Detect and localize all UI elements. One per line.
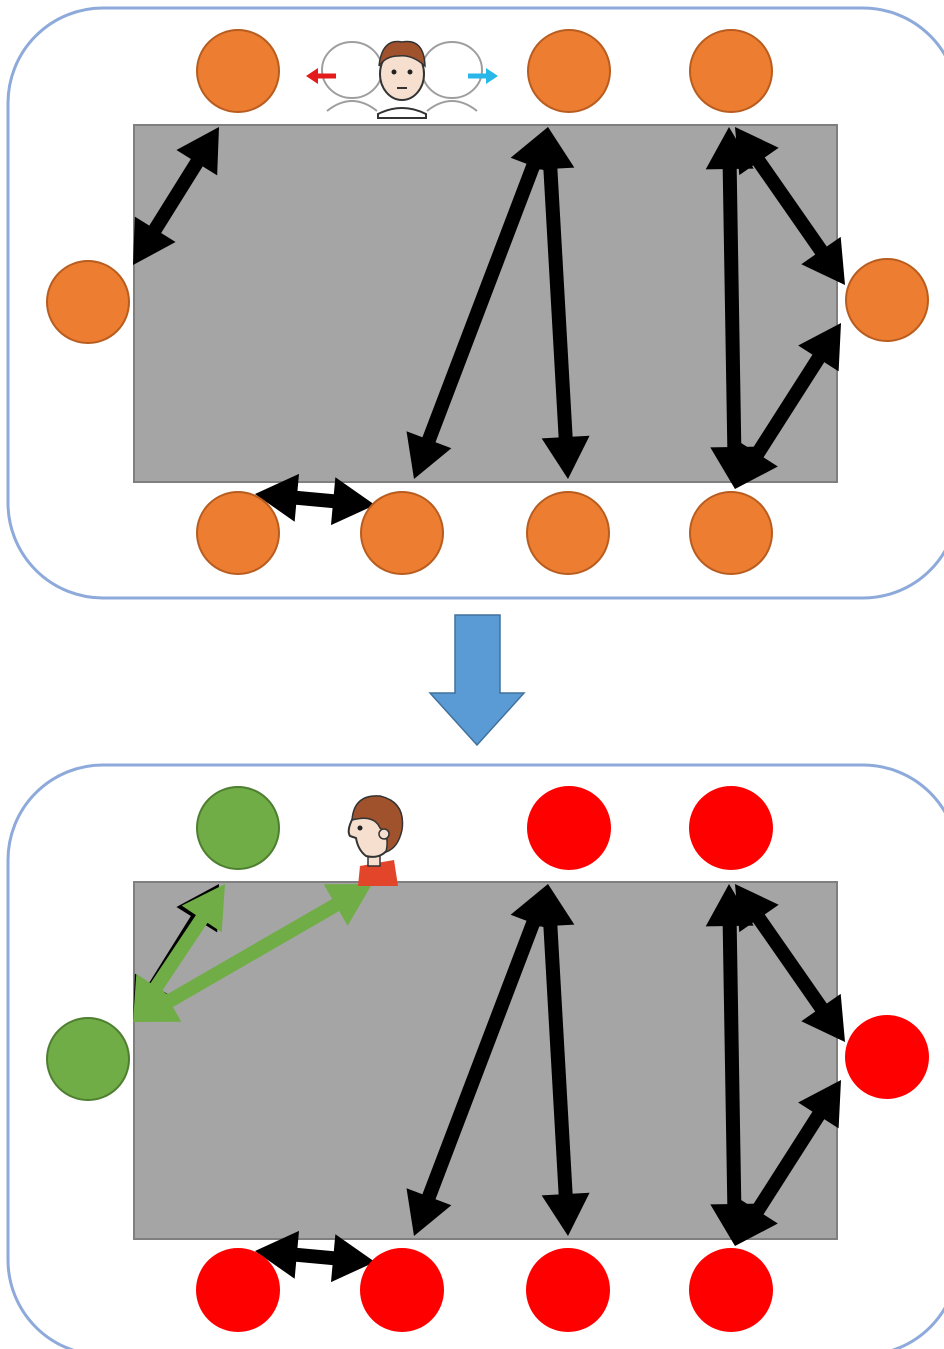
black-arrow-6-head-start [798,1080,841,1129]
black-arrow-5-shaft [748,907,832,1019]
black-arrow-6-shaft [747,347,829,465]
black-arrow-3-head-start [526,884,575,928]
black-arrow-5 [735,884,845,1042]
black-arrow-6 [735,323,841,489]
black-arrow-1-head-start [176,127,219,176]
black-arrow-2-head-end [406,431,452,479]
black-arrow-3 [526,884,590,1236]
black-arrow-2-head-end [406,1188,452,1236]
black-arrow-5-shaft [748,150,832,262]
black-arrow-5-head-start [735,884,779,933]
seat-bottom-1 [196,1248,280,1332]
person-eye-left [391,69,397,75]
black-arrow-7-shaft [287,490,343,509]
black-arrow-6-head-start [798,323,841,372]
black-arrow-1-head-end [133,216,176,265]
person-shoulders [377,107,427,119]
ghost-head-left [321,41,383,99]
black-arrow-6-head-end [735,1197,778,1246]
black-arrow-5-head-end [801,993,845,1042]
black-arrow-6-shaft [747,1104,829,1222]
seat-top-3 [689,29,773,113]
down-arrow-icon [428,614,526,747]
black-arrow-6-head-end [735,440,778,489]
black-arrow-4-shaft [722,160,742,456]
black-arrow-3-head-end [541,435,590,479]
person-looking-left-and-right-icon [306,40,498,119]
person-eye-right [407,69,413,75]
seat-bottom-2 [360,491,444,575]
black-arrow-7-head-start [255,1230,300,1279]
seat-left [46,1017,130,1101]
person-hair [351,795,404,854]
panel-after [6,763,944,1349]
person-ear [378,828,390,840]
black-arrow-5-head-start [735,127,779,176]
black-arrow-7-shaft [287,1247,343,1266]
person-eye [357,825,363,831]
green-arrow-2-shaft [158,894,347,1012]
transition [428,614,526,747]
green-arrow-1-shaft [145,908,213,998]
seat-top-2 [527,786,611,870]
black-arrow-7-head-start [255,473,300,522]
panel-before [6,6,944,600]
seat-top-1 [196,29,280,113]
seat-bottom-2 [360,1248,444,1332]
look-left-arrow-head [306,68,318,84]
ghost-head-right [421,41,483,99]
black-arrow-3-head-start [526,127,575,171]
black-arrow-5-head-end [801,236,845,285]
green-arrow-2-head-start [323,884,372,926]
black-arrow-3-shaft [542,160,574,446]
ghost-shoulder-right [426,100,478,112]
black-arrow-3-shaft [542,917,574,1203]
seats [46,786,929,1332]
black-arrow-5 [735,127,845,285]
ghost-shoulder-left [326,100,378,112]
black-arrow-3-head-end [541,1192,590,1236]
black-arrow-7 [255,1230,375,1283]
black-arrow-2-shaft [419,912,543,1208]
seat-top-1 [196,786,280,870]
black-arrow-7-head-end [330,477,375,526]
black-arrow-6 [735,1080,841,1246]
black-arrow-4-shaft [722,917,742,1213]
black-arrow-1-shaft [144,151,208,241]
green-arrow-2 [133,884,372,1022]
black-arrow-3 [526,127,590,479]
black-arrow-2-shaft [419,155,543,451]
seat-bottom-3 [526,1248,610,1332]
person-hair [378,40,426,68]
seats [46,29,929,575]
black-arrow-1 [133,127,219,265]
seat-bottom-4 [689,1248,773,1332]
seat-bottom-3 [526,491,610,575]
green-arrows [133,884,372,1022]
black-arrows [133,127,845,526]
seat-right [845,1015,929,1099]
seat-right [845,258,929,342]
seat-bottom-4 [689,491,773,575]
black-arrow-7-head-end [330,1234,375,1283]
person-profile-facing-left-icon [347,795,404,886]
look-right-arrow-head [486,68,498,84]
green-arrow-2-head-end [133,980,182,1022]
black-arrow-7 [255,473,375,526]
seat-top-3 [689,786,773,870]
seat-bottom-1 [196,491,280,575]
green-arrow-1-head-start [181,884,225,933]
seat-left [46,260,130,344]
seat-top-2 [527,29,611,113]
